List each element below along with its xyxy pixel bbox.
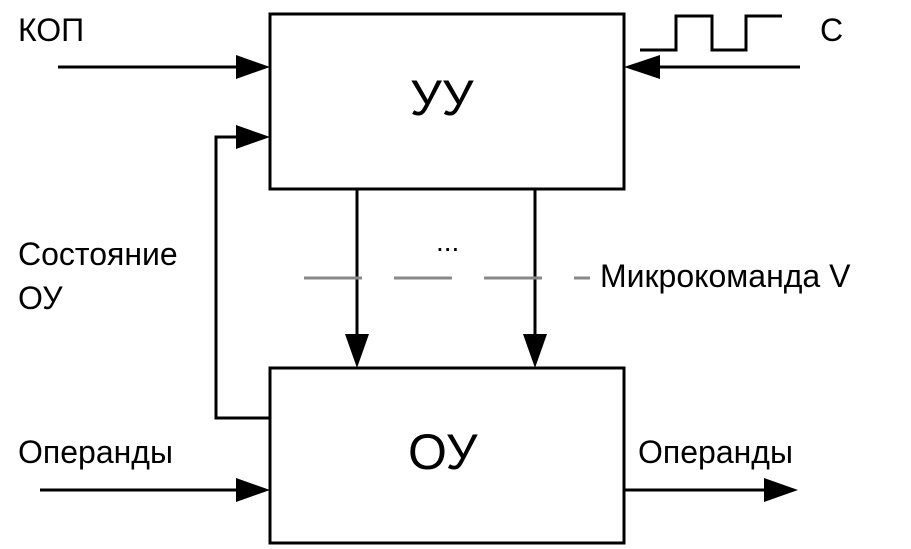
clock-input-arrow [624,55,800,79]
state-label-line1: Состояние [18,236,178,272]
microcommand-arrow-left [345,189,369,368]
operands-output-label: Операнды [638,434,793,470]
operational-unit-block [268,366,626,545]
microcommand-arrow-right [523,189,547,368]
microcommand-ellipsis: ... [436,226,460,257]
operands-input-arrow [40,478,270,502]
clock-pulse-icon [640,14,782,52]
control-unit-title: УУ [410,70,474,126]
operational-unit-title: ОУ [408,424,478,480]
state-feedback-arrow [214,125,270,420]
microcommand-label: Микрокоманда V [600,258,851,294]
control-unit-block [268,12,626,191]
opcode-label: КОП [18,12,85,48]
operands-output-arrow [624,478,798,502]
operands-input-label: Операнды [18,434,173,470]
clock-label: С [820,12,844,48]
state-label-line2: ОУ [18,280,63,316]
opcode-input-arrow [58,55,270,79]
